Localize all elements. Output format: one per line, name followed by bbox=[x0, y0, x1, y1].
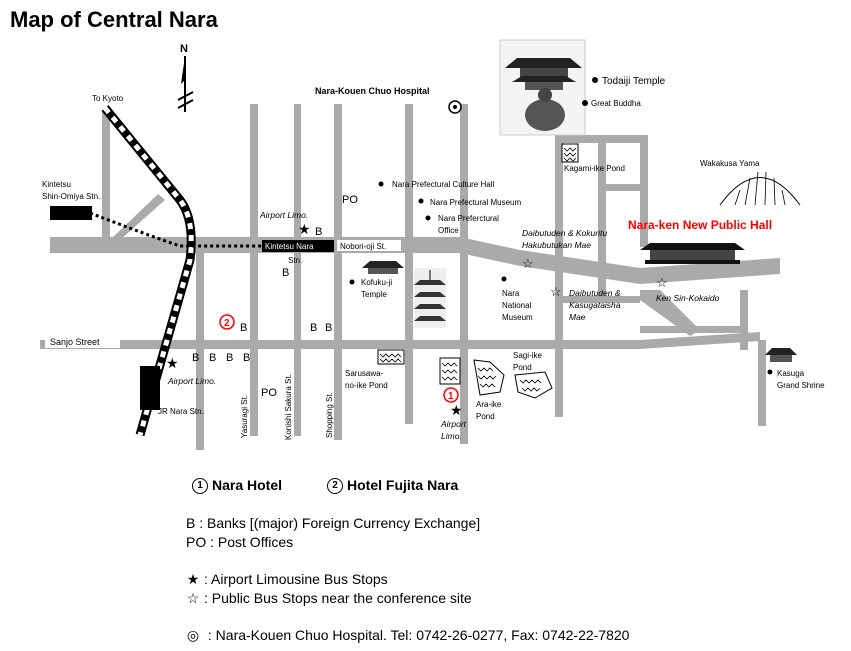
kofukuji-label-2: Temple bbox=[361, 290, 387, 299]
public-bus-stop-icon: ☆ bbox=[522, 256, 534, 271]
sarusawa-label-2: no-ike Pond bbox=[345, 381, 388, 390]
airport-bus-stop-icon: ★ bbox=[450, 402, 463, 418]
mountain-icon bbox=[719, 171, 801, 206]
wakakusa-label: Wakakusa Yama bbox=[700, 159, 760, 168]
national-museum-label-3: Museum bbox=[502, 313, 533, 322]
kintetsu-label-2: Shin-Omiya Stn. bbox=[42, 192, 100, 201]
hospital-label: Nara-Kouen Chuo Hospital bbox=[315, 86, 430, 96]
kasuga-label-2: Grand Shrine bbox=[777, 381, 825, 390]
kintetsu-nara-stn-label: Stn. bbox=[288, 256, 302, 265]
bank-marker: B bbox=[226, 352, 233, 364]
buddha-label: Great Buddha bbox=[591, 99, 641, 108]
todaiji-label: Todaiji Temple bbox=[602, 76, 666, 87]
sanjo-label: Sanjo Street bbox=[50, 337, 100, 347]
buddha-dot-icon bbox=[582, 100, 588, 106]
kasuga-dot-icon bbox=[767, 369, 773, 375]
hospital-icon bbox=[448, 100, 462, 114]
post-office-marker: PO bbox=[261, 387, 277, 399]
kasuga-label-1: Kasuga bbox=[777, 369, 805, 378]
bank-marker: B bbox=[310, 322, 317, 334]
airport-bus-stop-icon: ★ bbox=[166, 355, 179, 371]
culture-hall-dot-icon bbox=[378, 181, 384, 187]
svg-text:N: N bbox=[180, 43, 188, 55]
ara-ike-label-1: Ara-ike bbox=[476, 400, 502, 409]
airport-limo-label-b: Limo. bbox=[441, 431, 462, 441]
airport-limo-label-jr: Airport Limo. bbox=[167, 376, 216, 386]
kintetsu-shin-omiya-station bbox=[50, 206, 92, 220]
kagami-ike-pond-icon bbox=[561, 143, 579, 163]
airport-limo-label-a: Airport bbox=[440, 419, 467, 429]
pagoda-icon bbox=[414, 268, 446, 328]
ken-sin-kokaido-label: Ken Sin-Kokaido bbox=[656, 293, 720, 303]
culture-hall-label: Nara Prefectural Culture Hall bbox=[392, 180, 494, 189]
post-office-marker: PO bbox=[342, 194, 358, 206]
pref-museum-label: Nara Prefectural Museum bbox=[430, 198, 521, 207]
public-bus-stop-icon: ☆ bbox=[656, 275, 668, 290]
noboriooji-label: Nobori-oji St. bbox=[340, 242, 386, 251]
map-title: Map of Central Nara bbox=[10, 7, 219, 32]
konishi-label: Konishi Sakura St. bbox=[284, 374, 293, 440]
sagi-ike-label-2: Pond bbox=[513, 363, 532, 372]
todaiji-temple-icon bbox=[499, 39, 586, 136]
national-museum-dot-icon bbox=[501, 276, 507, 282]
daibutuden-kt-label-1: Daibutuden & bbox=[569, 288, 621, 298]
jr-nara-label: JR Nara Stn. bbox=[158, 407, 204, 416]
airport-bus-stop-icon: ★ bbox=[298, 221, 311, 237]
airport-limo-label-kintetsu: Airport Limo. bbox=[259, 210, 308, 220]
bank-marker: B bbox=[315, 226, 322, 238]
bank-marker: B bbox=[240, 322, 247, 334]
kofukuji-temple-icon bbox=[362, 261, 404, 274]
daibutuden-kt-label-3: Mae bbox=[569, 312, 586, 322]
sagi-ike-label-1: Sagi-ike bbox=[513, 351, 542, 360]
bank-marker: B bbox=[192, 352, 199, 364]
sagi-ike-pond-icon bbox=[514, 371, 553, 399]
north-arrow-icon: N bbox=[177, 43, 194, 112]
kasuga-shrine-icon bbox=[765, 348, 797, 362]
kintetsu-label-1: Kintetsu bbox=[42, 180, 71, 189]
sarusawa-label-1: Sarusawa- bbox=[345, 369, 384, 378]
bank-marker: B bbox=[209, 352, 216, 364]
daibutuden-k-label-2: Hakubutukan Mae bbox=[522, 240, 591, 250]
public-bus-stop-icon: ☆ bbox=[550, 284, 562, 299]
daibutuden-k-label-1: Daibutuden & Kokuritu bbox=[522, 228, 607, 238]
hotel-1-marker: 1 bbox=[443, 387, 459, 403]
public-hall-building-icon bbox=[640, 243, 745, 264]
to-kyoto-label: To Kyoto bbox=[92, 94, 124, 103]
jr-nara-station bbox=[140, 366, 160, 410]
kintetsu-nara-station bbox=[262, 240, 334, 252]
shopping-label: Shopping St. bbox=[325, 392, 334, 438]
pref-office-label-2: Office bbox=[438, 226, 459, 235]
daibutuden-kt-label-2: Kasugataisha bbox=[569, 300, 621, 310]
kagami-ike-label: Kagami-ike Pond bbox=[564, 164, 625, 173]
jr-rail-line bbox=[101, 105, 196, 437]
bank-marker: B bbox=[282, 267, 289, 279]
sarusawa-pond-icon bbox=[377, 349, 405, 365]
yasuragi-label: Yasuragi St. bbox=[240, 395, 249, 438]
bank-marker: B bbox=[325, 322, 332, 334]
bank-marker: B bbox=[243, 352, 250, 364]
hotel-2-marker: 2 bbox=[219, 314, 235, 330]
svg-text:1: 1 bbox=[448, 391, 454, 402]
national-museum-label-1: Nara bbox=[502, 289, 520, 298]
ara-ike-pond-icon bbox=[439, 357, 505, 396]
ara-ike-label-2: Pond bbox=[476, 412, 495, 421]
kofukuji-label-1: Kofuku-ji bbox=[361, 278, 392, 287]
pref-office-label-1: Nara Preferctural bbox=[438, 214, 499, 223]
new-public-hall-label: Nara-ken New Public Hall bbox=[628, 218, 772, 232]
svg-text:2: 2 bbox=[224, 318, 230, 329]
kofukuji-dot-icon bbox=[349, 279, 355, 285]
pref-office-dot-icon bbox=[425, 215, 431, 221]
pref-museum-dot-icon bbox=[418, 198, 424, 204]
kintetsu-nara-label: Kintetsu Nara bbox=[265, 242, 314, 251]
kintetsu-rail-line bbox=[50, 206, 334, 252]
national-museum-label-2: National bbox=[502, 301, 532, 310]
todaiji-dot-icon bbox=[592, 77, 598, 83]
